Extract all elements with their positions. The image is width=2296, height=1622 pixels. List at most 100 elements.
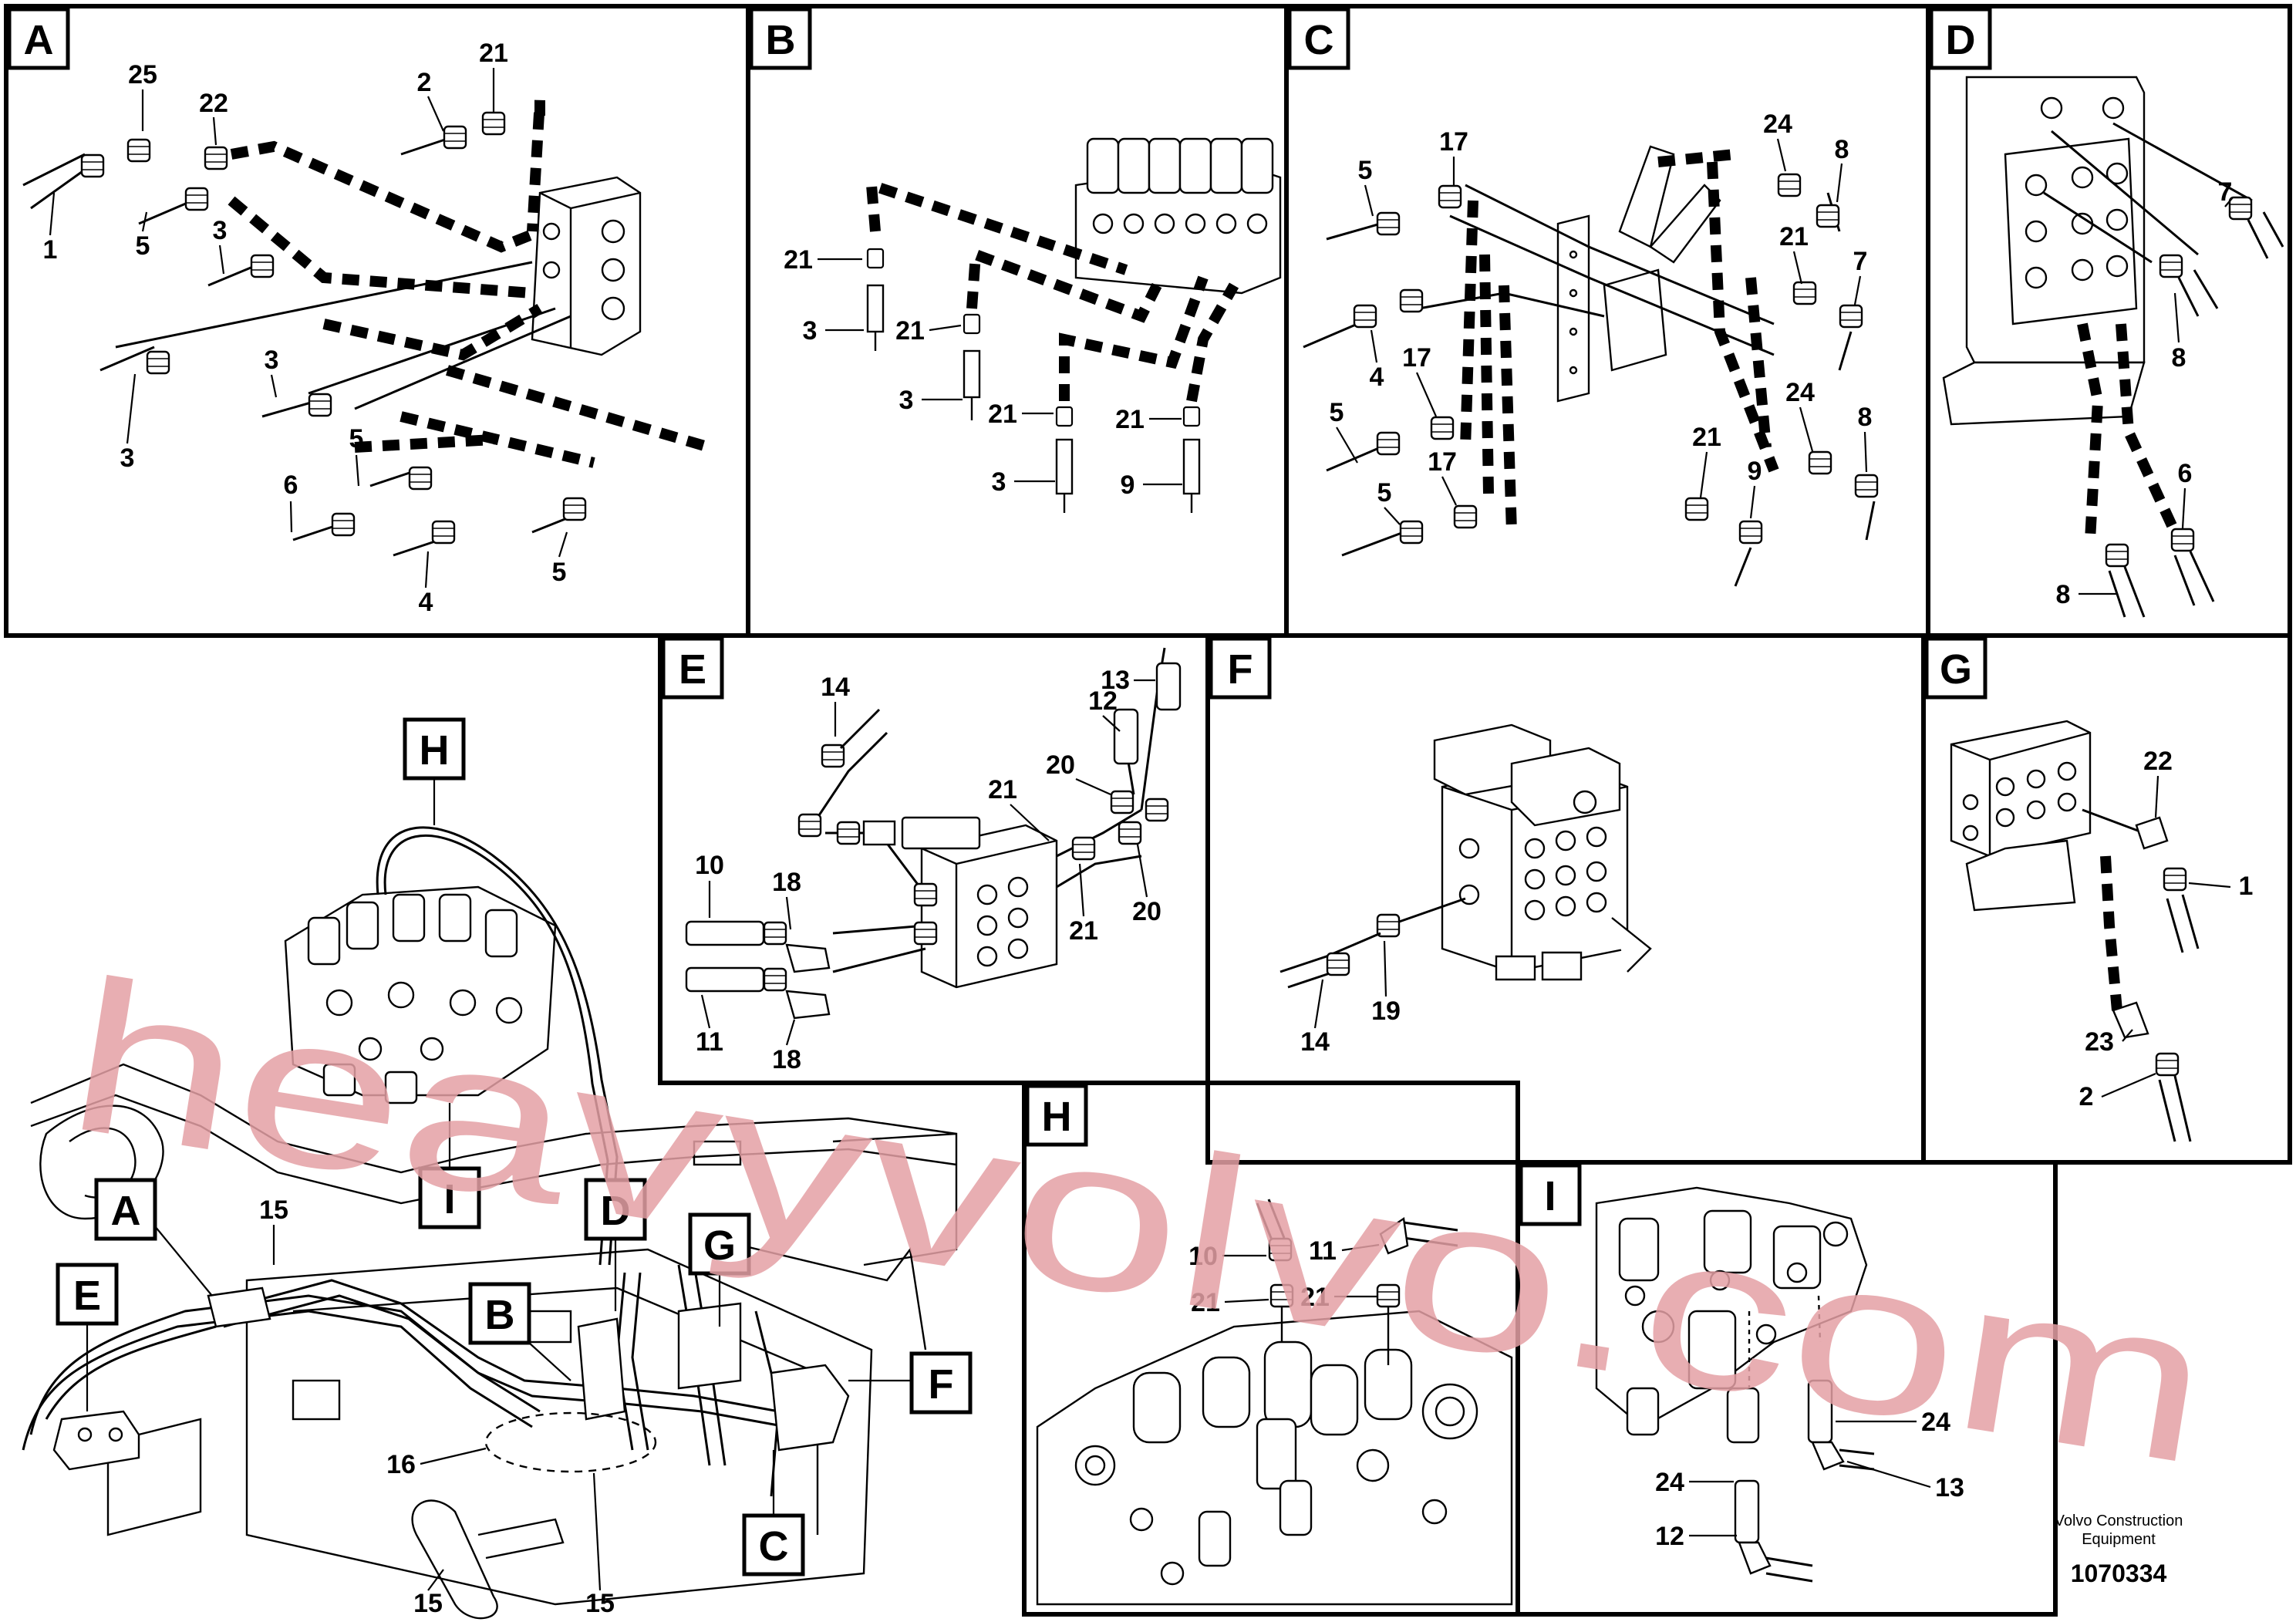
panel-h-drawing: 10 11 21 21 <box>1036 1199 1513 1606</box>
panel-c-drawing: 5 17 24 8 21 7 4 17 5 24 8 17 5 21 9 <box>1303 110 1879 587</box>
part-label: 5 <box>1358 156 1373 185</box>
part-label: 21 <box>1069 916 1098 946</box>
credit-block: Volvo Construction Equipment 1070334 <box>2003 1512 2234 1588</box>
part-label: 21 <box>1779 222 1809 251</box>
part-label: 23 <box>2085 1027 2114 1057</box>
panel-g-drawing: 22 1 23 2 <box>1950 720 2254 1142</box>
part-label: 3 <box>265 346 279 375</box>
callout-f: F <box>929 1361 954 1408</box>
panel-a-drawing: 25 22 21 2 1 5 3 3 3 6 5 4 5 <box>22 39 711 617</box>
part-label: 10 <box>695 851 724 880</box>
callout-g: G <box>703 1222 736 1269</box>
panel-letter-b: B <box>766 17 796 63</box>
part-label: 12 <box>1655 1522 1684 1551</box>
part-label: 11 <box>696 1027 723 1057</box>
part-label: 13 <box>1101 666 1130 695</box>
part-label: 21 <box>479 39 508 68</box>
panel-letter-d: D <box>1946 17 1976 63</box>
panel-letter-e: E <box>679 646 706 693</box>
part-label: 11 <box>1309 1236 1337 1266</box>
part-label: 8 <box>1858 403 1873 432</box>
part-label: 1 <box>43 235 58 265</box>
panel-e-drawing: 14 13 12 21 20 10 18 21 20 11 18 <box>685 647 1182 1074</box>
panel-letter-c: C <box>1304 17 1334 63</box>
part-label: 5 <box>349 424 364 454</box>
part-label: 20 <box>1046 750 1075 780</box>
figure-number: 1070334 <box>2070 1560 2167 1587</box>
callout-i: I <box>443 1176 455 1222</box>
part-label: 5 <box>1377 478 1392 508</box>
part-label: 21 <box>895 316 925 346</box>
part-label: 22 <box>199 89 228 118</box>
part-label: 21 <box>784 245 813 275</box>
part-label: 9 <box>1748 457 1762 486</box>
part-label: 6 <box>2178 459 2193 488</box>
part-label: 2 <box>2079 1082 2094 1111</box>
credit-line-2: Equipment <box>2082 1531 2156 1548</box>
callout-c: C <box>759 1523 789 1570</box>
panel-letter-f: F <box>1228 646 1253 693</box>
part-label: 3 <box>213 216 228 245</box>
part-label: 4 <box>1370 363 1384 392</box>
panel-d-drawing: 7 8 6 8 <box>1942 76 2284 618</box>
part-label: 3 <box>120 443 135 473</box>
panel-letters: A B C D E F G H I <box>7 7 1992 1226</box>
part-label: 21 <box>988 775 1017 804</box>
part-label: 14 <box>1300 1027 1330 1057</box>
part-label: 21 <box>1115 405 1145 434</box>
panel-b-drawing: 21 3 21 3 21 21 3 9 <box>784 137 1282 513</box>
panel-frames <box>4 4 2292 1617</box>
part-label: 13 <box>1935 1473 1964 1502</box>
part-label: 15 <box>413 1589 443 1618</box>
part-label: 12 <box>1088 686 1118 716</box>
part-label: 18 <box>772 868 801 897</box>
part-label: 2 <box>417 68 432 97</box>
part-label: 17 <box>1428 447 1457 477</box>
part-label: 8 <box>2172 343 2186 373</box>
part-label: 8 <box>1835 135 1849 164</box>
part-label: 3 <box>899 386 914 415</box>
credit-line-1: Volvo Construction <box>2054 1512 2183 1529</box>
part-label: 3 <box>992 467 1006 497</box>
part-label: 24 <box>1763 110 1792 139</box>
part-label: 21 <box>1191 1288 1220 1317</box>
part-label: 6 <box>284 470 298 500</box>
part-label: 3 <box>803 316 818 346</box>
part-label: 5 <box>136 231 150 261</box>
part-label: 17 <box>1439 127 1468 157</box>
part-label: 1 <box>2239 872 2254 901</box>
part-label: 22 <box>2143 747 2173 776</box>
part-label: 24 <box>1655 1468 1684 1497</box>
callout-b: B <box>485 1292 515 1338</box>
part-label: 24 <box>1921 1408 1950 1437</box>
panel-letter-g: G <box>1940 646 1972 693</box>
panel-f-drawing: 14 19 <box>1279 723 1652 1057</box>
part-label: 7 <box>1853 247 1868 276</box>
part-label: 9 <box>1121 470 1135 500</box>
panel-letter-a: A <box>24 17 54 63</box>
callout-e: E <box>73 1273 101 1319</box>
part-label: 7 <box>2218 177 2233 207</box>
part-label: 10 <box>1188 1242 1218 1271</box>
part-label: 17 <box>1402 343 1431 373</box>
callout-a: A <box>111 1188 141 1234</box>
part-label: 20 <box>1132 897 1161 926</box>
part-label: 19 <box>1371 996 1401 1026</box>
panel-i-drawing: 24 24 13 12 <box>1595 1186 1964 1583</box>
callout-h: H <box>420 727 450 774</box>
part-label: 21 <box>1300 1283 1330 1312</box>
part-label: 4 <box>419 588 433 617</box>
part-label: 5 <box>1330 398 1344 427</box>
part-label: 5 <box>552 558 567 587</box>
part-label: 16 <box>386 1450 416 1479</box>
part-label: 21 <box>988 400 1017 429</box>
part-label: 15 <box>259 1195 288 1225</box>
overview-drawing: H I A E B D G F C 15 16 15 15 <box>22 717 973 1620</box>
part-label: 8 <box>2056 580 2071 609</box>
part-label: 14 <box>821 673 850 702</box>
part-label: 18 <box>772 1045 801 1074</box>
part-label: 24 <box>1785 378 1815 407</box>
part-label: 25 <box>128 60 157 89</box>
part-label: 15 <box>585 1589 615 1618</box>
